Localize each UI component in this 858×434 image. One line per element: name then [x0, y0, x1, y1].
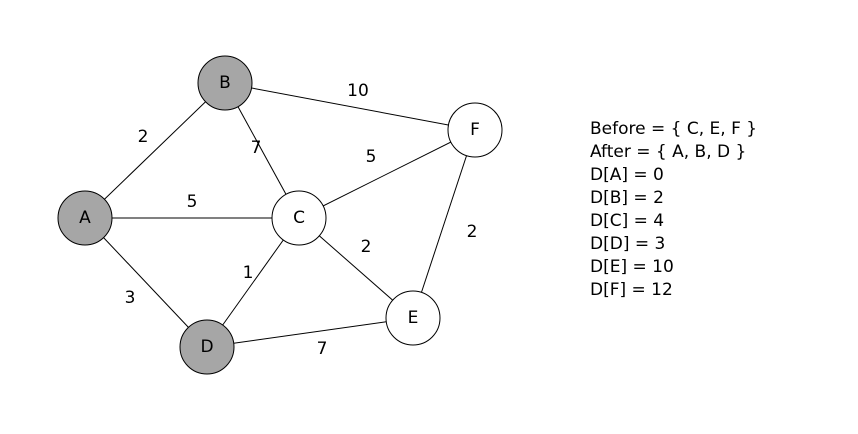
node-d: D — [179, 319, 235, 375]
node-f: F — [447, 102, 503, 158]
edge-a-d — [84, 217, 208, 348]
node-circle-f — [447, 102, 503, 158]
edge-weight-b-c: 7 — [251, 138, 262, 158]
node-label-b: B — [219, 73, 231, 93]
before-set: Before = { C, E, F } — [590, 119, 758, 139]
node-circle-c — [271, 190, 327, 246]
edge-b-f — [224, 82, 476, 131]
distance-b: D[B] = 2 — [590, 188, 664, 208]
distance-d: D[D] = 3 — [590, 234, 666, 254]
edge-weight-c-f: 5 — [366, 147, 377, 167]
edge-weight-a-c: 5 — [187, 192, 198, 212]
node-circle-e — [385, 290, 441, 346]
node-e: E — [385, 290, 441, 346]
node-label-c: C — [293, 208, 305, 228]
node-circle-a — [57, 190, 113, 246]
edge-weight-d-e: 7 — [317, 339, 328, 359]
node-a: A — [57, 190, 113, 246]
algorithm-state-panel: Before = { C, E, F } After = { A, B, D }… — [590, 118, 757, 302]
node-label-f: F — [470, 120, 480, 140]
edge-d-e — [206, 317, 414, 348]
edge-a-b — [84, 82, 226, 219]
edge-weight-a-d: 3 — [125, 288, 136, 308]
edge-weight-a-b: 2 — [138, 127, 149, 147]
distance-a: D[A] = 0 — [590, 165, 664, 185]
after-set: After = { A, B, D } — [590, 142, 747, 162]
distance-e: D[E] = 10 — [590, 257, 674, 277]
node-label-e: E — [408, 308, 419, 328]
edge-weight-c-d: 1 — [243, 263, 254, 283]
distance-c: D[C] = 4 — [590, 211, 665, 231]
node-b: B — [197, 55, 253, 111]
node-label-a: A — [79, 208, 91, 228]
edge-weight-c-e: 2 — [361, 237, 372, 257]
node-c: C — [271, 190, 327, 246]
edge-weight-b-f: 10 — [347, 81, 369, 101]
node-circle-d — [179, 319, 235, 375]
node-circle-b — [197, 55, 253, 111]
node-label-d: D — [200, 337, 213, 357]
distance-f: D[F] = 12 — [590, 280, 673, 300]
edge-e-f — [412, 129, 476, 319]
edge-c-f — [298, 129, 476, 219]
edge-weight-e-f: 2 — [467, 222, 478, 242]
nodes-layer: A B C D E F — [57, 55, 503, 375]
